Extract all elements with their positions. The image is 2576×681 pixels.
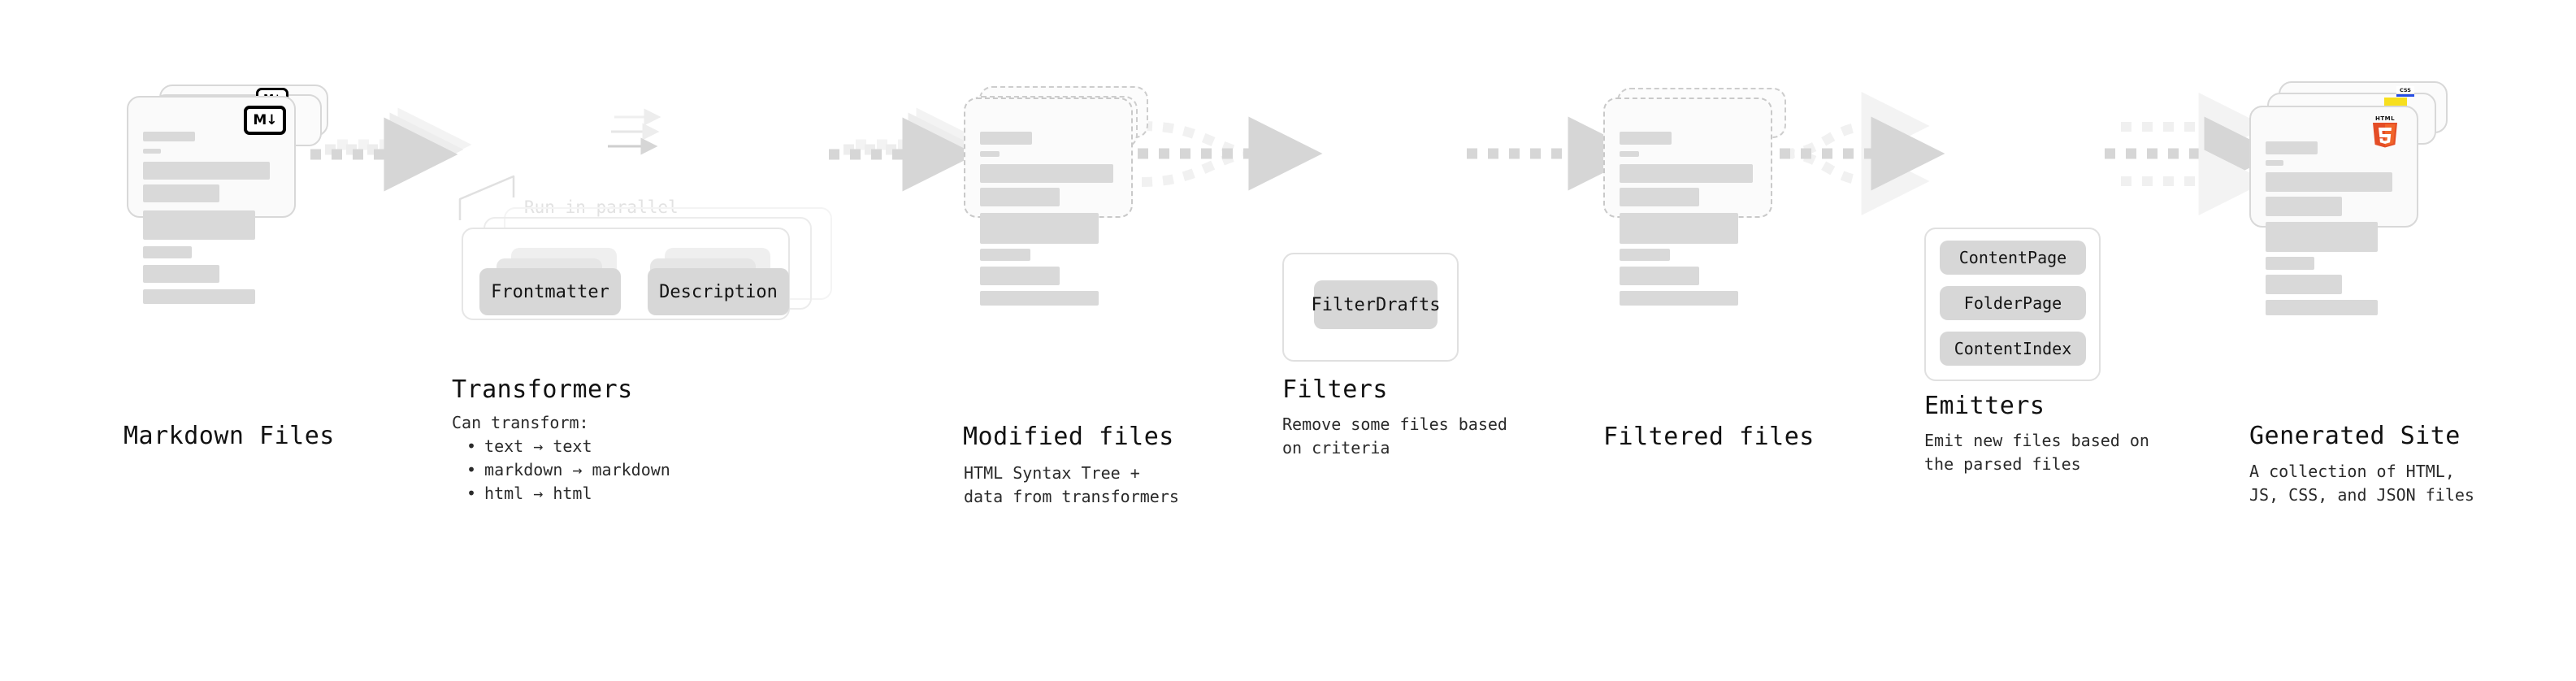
svg-text:CSS: CSS bbox=[2400, 87, 2411, 93]
skeleton-line bbox=[143, 149, 161, 154]
filtered-file-card bbox=[1603, 98, 1772, 306]
pill-description[interactable]: Description bbox=[648, 268, 789, 315]
pill-folderpage[interactable]: FolderPage bbox=[1940, 286, 2086, 320]
stage-title-filtered-files: Filtered files bbox=[1603, 423, 1815, 451]
skeleton-line bbox=[1620, 267, 1699, 285]
skeleton-line bbox=[2266, 222, 2378, 252]
stage-title-transformers: Transformers bbox=[452, 375, 633, 404]
skeleton-line bbox=[1620, 164, 1753, 183]
skeleton-line bbox=[1620, 151, 1639, 157]
skeleton-line bbox=[980, 132, 1032, 145]
skeleton-line bbox=[143, 265, 219, 283]
transformers-bullets-lead: Can transform: bbox=[452, 413, 589, 432]
stage-subtitle-generated-site: A collection of HTML, JS, CSS, and JSON … bbox=[2249, 462, 2474, 505]
connector-modified-to-filters bbox=[1138, 116, 1323, 191]
skeleton-line bbox=[2266, 160, 2283, 166]
stage-title-filters: Filters bbox=[1282, 375, 1388, 404]
generated-site-card: HTML bbox=[2249, 106, 2418, 315]
skeleton-line bbox=[143, 132, 195, 141]
skeleton-line bbox=[2266, 197, 2342, 216]
stage-subtitle-modified-files: HTML Syntax Tree + data from transformer… bbox=[964, 463, 1179, 506]
pill-filterdrafts[interactable]: FilterDrafts bbox=[1311, 280, 1441, 329]
pill-frontmatter[interactable]: Frontmatter bbox=[479, 268, 621, 315]
skeleton-line bbox=[980, 164, 1113, 183]
skeleton-line bbox=[143, 210, 255, 240]
skeleton-line bbox=[1620, 188, 1699, 206]
pill-folderpage-label: FolderPage bbox=[1963, 293, 2062, 313]
skeleton-line bbox=[2266, 300, 2378, 315]
markdown-icon: M↓ bbox=[244, 106, 286, 135]
svg-text:HTML: HTML bbox=[2375, 115, 2395, 122]
skeleton-line bbox=[1620, 132, 1672, 145]
stage-subtitle-emitters: Emit new files based on the parsed files bbox=[1924, 431, 2149, 474]
stage-title-emitters: Emitters bbox=[1924, 392, 2045, 420]
skeleton-line bbox=[980, 249, 1030, 261]
markdown-file-card: M↓ bbox=[127, 96, 296, 304]
skeleton-line bbox=[143, 162, 270, 180]
connector-emitters-to-generated bbox=[2105, 93, 2279, 215]
stage-title-modified-files: Modified files bbox=[963, 423, 1174, 451]
skeleton-line bbox=[143, 246, 192, 258]
html5-icon: HTML bbox=[2373, 115, 2397, 148]
skeleton-line bbox=[2266, 172, 2392, 192]
skeleton-line bbox=[1620, 213, 1738, 244]
pill-frontmatter-label: Frontmatter bbox=[491, 281, 609, 302]
filters-box: FilterDrafts bbox=[1282, 253, 1459, 362]
transformers-bullet-item: html → html bbox=[466, 482, 670, 505]
pill-contentindex[interactable]: ContentIndex bbox=[1940, 332, 2086, 366]
stage-title-generated-site: Generated Site bbox=[2249, 422, 2461, 450]
connector-markdown-to-transformers bbox=[310, 107, 472, 192]
skeleton-line bbox=[980, 188, 1060, 206]
css3-icon: CSS bbox=[2396, 86, 2414, 97]
skeleton-line bbox=[980, 267, 1060, 285]
skeleton-line bbox=[143, 289, 255, 304]
connector-filtered-to-emitters bbox=[1780, 92, 1945, 215]
pill-contentpage[interactable]: ContentPage bbox=[1940, 241, 2086, 275]
transformers-bullets: Can transform: text → text markdown → ma… bbox=[452, 411, 670, 505]
skeleton-line bbox=[143, 184, 219, 202]
skeleton-line bbox=[980, 291, 1099, 306]
pill-contentindex-label: ContentIndex bbox=[1954, 339, 2072, 358]
skeleton-line bbox=[1620, 291, 1738, 306]
stage-subtitle-filters: Remove some files based on criteria bbox=[1282, 414, 1507, 458]
transformers-bullet-item: text → text bbox=[466, 435, 670, 458]
skeleton-line bbox=[2266, 257, 2314, 270]
modified-file-card bbox=[964, 98, 1133, 306]
skeleton-line bbox=[980, 151, 1000, 157]
transformer-inner-arrows bbox=[608, 108, 661, 155]
skeleton-line bbox=[2266, 275, 2342, 294]
transformers-bullet-item: markdown → markdown bbox=[466, 458, 670, 482]
pill-contentpage-label: ContentPage bbox=[1958, 248, 2067, 267]
connector-transformers-to-modified bbox=[829, 107, 991, 192]
skeleton-line bbox=[2266, 141, 2318, 154]
stage-title-markdown-files: Markdown Files bbox=[124, 422, 335, 450]
pill-description-label: Description bbox=[659, 281, 778, 302]
pill-filterdrafts-label: FilterDrafts bbox=[1311, 294, 1441, 315]
skeleton-line bbox=[980, 213, 1099, 244]
skeleton-line bbox=[1620, 249, 1670, 261]
emitters-box: ContentPage FolderPage ContentIndex bbox=[1924, 228, 2101, 381]
